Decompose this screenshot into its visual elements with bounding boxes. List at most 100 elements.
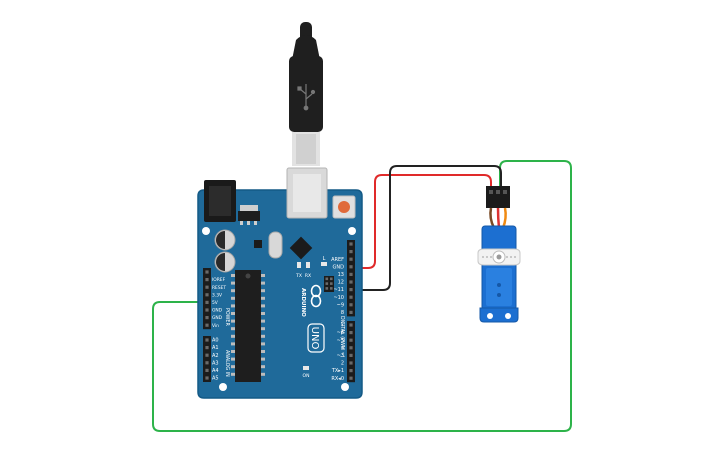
- digital-pin[interactable]: [349, 346, 353, 350]
- usb-cable[interactable]: [289, 22, 323, 166]
- analog-pin[interactable]: [205, 346, 209, 350]
- wire-red[interactable]: [350, 174, 492, 269]
- digital-pin[interactable]: [349, 331, 353, 335]
- digital-pin-label: TX▸1: [331, 368, 344, 374]
- power-pin-label: IOREF: [212, 277, 226, 283]
- digital-pin[interactable]: [349, 242, 353, 246]
- power-pin[interactable]: [205, 308, 209, 312]
- analog-pin-label: A4: [212, 368, 219, 374]
- digital-pin[interactable]: [349, 280, 353, 284]
- pin-labels: AREFGND1312~11~10~987~6~54~32TX▸1RX◂0IOR…: [212, 257, 344, 382]
- analog-pin[interactable]: [205, 353, 209, 357]
- digital-pin-label: ~11: [333, 287, 344, 293]
- mounting-hole: [202, 227, 210, 235]
- crystal-oscillator: [268, 231, 283, 259]
- analog-header: [203, 336, 211, 382]
- analog-pin[interactable]: [205, 361, 209, 365]
- digital-pin[interactable]: [349, 353, 353, 357]
- digital-pin-label: 7: [341, 323, 344, 329]
- digital-header-top: [347, 240, 355, 317]
- digital-pin[interactable]: [349, 361, 353, 365]
- l-led-label: L: [323, 256, 326, 262]
- analog-pin[interactable]: [205, 338, 209, 342]
- wire-black[interactable]: [350, 165, 502, 291]
- digital-pin[interactable]: [349, 310, 353, 314]
- digital-pin-label: 13: [338, 272, 344, 278]
- digital-header-bottom: [347, 321, 355, 383]
- power-pin[interactable]: [205, 316, 209, 320]
- digital-pin-label: GND: [333, 264, 345, 270]
- power-pin-label: 3.3V: [212, 292, 222, 298]
- servo-motor[interactable]: [477, 186, 521, 323]
- power-pin[interactable]: [205, 300, 209, 304]
- voltage-regulator: [238, 205, 260, 225]
- analog-pin-label: A3: [212, 360, 219, 366]
- power-pin[interactable]: [205, 285, 209, 289]
- wires: [152, 160, 572, 432]
- analog-pin-label: A2: [212, 353, 219, 359]
- led-indicators: TX RX L ON: [295, 256, 327, 379]
- infinity-logo-icon: [310, 284, 322, 308]
- digital-header-title: DIGITAL (PWM ~): [339, 316, 345, 357]
- digital-pin[interactable]: [349, 369, 353, 373]
- digital-pin-label: 8: [341, 310, 344, 316]
- servo-connector: [486, 186, 510, 208]
- digital-pin[interactable]: [349, 272, 353, 276]
- digital-pin[interactable]: [349, 257, 353, 261]
- digital-pin-label: ~3: [337, 353, 344, 359]
- power-pin[interactable]: [205, 278, 209, 282]
- power-pin-label: Vin: [212, 323, 219, 329]
- digital-pin-label: ~5: [337, 338, 344, 344]
- capacitor: [214, 229, 236, 251]
- wire-green[interactable]: [152, 160, 572, 432]
- digital-pin-label: ~10: [333, 295, 344, 301]
- mounting-hole: [341, 383, 349, 391]
- power-pin-label: GND: [212, 315, 223, 321]
- reset-button[interactable]: [332, 195, 356, 219]
- digital-pin[interactable]: [349, 338, 353, 342]
- analog-pin-label: A1: [212, 345, 219, 351]
- analog-pin-label: A5: [212, 376, 219, 382]
- capacitor: [214, 251, 236, 273]
- servo-horn[interactable]: [477, 248, 521, 266]
- digital-pin-label: 12: [338, 280, 344, 286]
- power-pin[interactable]: [205, 293, 209, 297]
- icsp-header: [324, 276, 334, 292]
- digital-pin[interactable]: [349, 288, 353, 292]
- analog-pin[interactable]: [205, 368, 209, 372]
- tx-label: TX: [295, 273, 302, 279]
- digital-pin[interactable]: [349, 295, 353, 299]
- rx-label: RX: [305, 273, 311, 279]
- power-pin-label: GND: [212, 308, 223, 314]
- digital-pin-label: AREF: [331, 257, 344, 263]
- small-ic: [254, 240, 262, 248]
- digital-pin[interactable]: [349, 376, 353, 380]
- analog-pin[interactable]: [205, 376, 209, 380]
- power-pin-label: RESET: [212, 285, 226, 291]
- digital-pin[interactable]: [349, 303, 353, 307]
- model-label: UNO: [309, 327, 320, 350]
- brand-label: ARDUINO: [300, 288, 306, 317]
- digital-pin-label: 2: [341, 361, 344, 367]
- power-header-title: POWER: [224, 308, 230, 326]
- digital-pin-label: RX◂0: [331, 376, 344, 382]
- analog-header-title: ANALOG IN: [224, 350, 230, 377]
- usb-icon: [297, 84, 316, 111]
- power-pin[interactable]: [205, 323, 209, 327]
- power-pin[interactable]: [205, 270, 209, 274]
- arduino-uno-board[interactable]: TX RX L ON ARDUINO UNO DIGITAL (PWM ~) P…: [197, 167, 363, 399]
- power-pin-label: 5V: [212, 300, 218, 306]
- on-led-label: ON: [303, 373, 310, 379]
- uno-badge: UNO: [307, 323, 325, 353]
- digital-pin[interactable]: [349, 250, 353, 254]
- digital-pin[interactable]: [349, 323, 353, 327]
- mounting-hole: [348, 227, 356, 235]
- analog-pin-label: A0: [212, 338, 219, 344]
- power-header: [203, 268, 211, 330]
- atmega-chip: [231, 270, 265, 382]
- digital-pin[interactable]: [349, 265, 353, 269]
- digital-pin-label: 4: [341, 345, 344, 351]
- mounting-hole: [219, 383, 227, 391]
- digital-pin-label: ~6: [337, 330, 344, 336]
